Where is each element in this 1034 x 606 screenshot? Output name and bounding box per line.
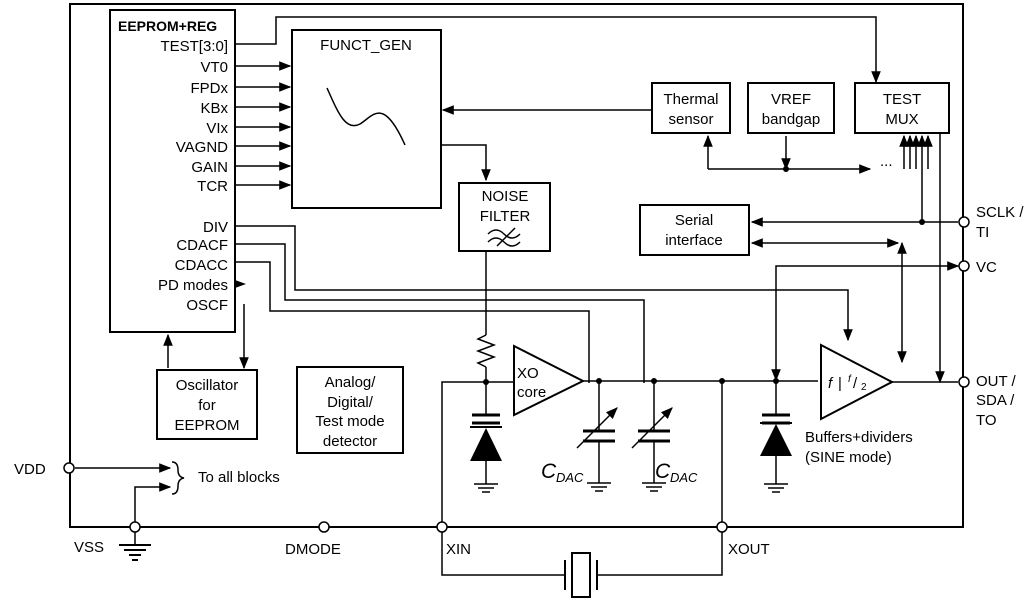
serial-label-2: interface xyxy=(665,232,723,249)
pin-vc xyxy=(958,260,970,272)
pin-xin xyxy=(436,521,448,533)
test-bus-line xyxy=(235,16,881,84)
mode-label-2: Digital/ xyxy=(327,394,374,411)
signal-oscf: OSCF xyxy=(186,297,228,314)
vref-label-1: VREF xyxy=(771,91,811,108)
cdacc-line xyxy=(235,261,590,383)
svg-text:/: / xyxy=(853,375,858,392)
vref-label-2: bandgap xyxy=(762,111,820,128)
cdac1-label: C xyxy=(541,460,557,483)
pin-dmode-label: DMODE xyxy=(285,541,341,558)
signal-tcr: TCR xyxy=(197,178,228,195)
vc-line xyxy=(771,261,960,382)
analog-test-bus: ... xyxy=(703,133,945,384)
signal-gain: GAIN xyxy=(191,159,228,176)
to-all-blocks-label: To all blocks xyxy=(198,469,280,486)
signal-cdacc: CDACC xyxy=(175,257,229,274)
mux-dots: ... xyxy=(880,153,893,170)
noise-filter-block: NOISE FILTER xyxy=(458,182,551,252)
pin-vss-label: VSS xyxy=(74,539,104,556)
pin-vc-label: VC xyxy=(976,259,997,276)
funct-gen-label: FUNCT_GEN xyxy=(320,37,412,54)
signal-div: DIV xyxy=(203,219,228,236)
pin-dmode xyxy=(318,521,330,533)
cdac1-sub: DAC xyxy=(556,470,584,485)
vref-block: VREF bandgap xyxy=(747,82,835,134)
pin-sclk-label-2: TI xyxy=(976,224,989,241)
xo-label-1: XO xyxy=(517,365,539,382)
test-mux-label-2: MUX xyxy=(885,111,918,128)
osc-label-2: for xyxy=(198,397,216,414)
crystal-resonator xyxy=(441,531,723,598)
buffer-divider-amp: f | f / 2 Buffers+dividers (SINE mode) xyxy=(805,343,913,466)
noise-label-1: NOISE xyxy=(482,188,529,205)
funct-gen-block: FUNCT_GEN xyxy=(291,29,442,209)
serial-interface-block: Serial interface xyxy=(639,204,750,256)
cdac2-sub: DAC xyxy=(670,470,698,485)
power-distribution: To all blocks xyxy=(75,461,280,525)
signal-pd-modes: PD modes xyxy=(158,277,228,294)
signal-vix: VIx xyxy=(206,120,228,137)
varactor-diode-left xyxy=(470,413,502,493)
test-mux-label-1: TEST xyxy=(883,91,921,108)
test-mux-block: TEST MUX xyxy=(854,82,950,134)
pin-xout-label: XOUT xyxy=(728,541,770,558)
pin-out-label-1: OUT / xyxy=(976,373,1017,390)
pin-vdd-label: VDD xyxy=(14,461,46,478)
signal-kbx: KBx xyxy=(200,100,228,117)
signal-fpdx: FPDx xyxy=(191,80,229,97)
buffer-den: 2 xyxy=(861,382,867,393)
filter-wave-icon xyxy=(487,229,521,247)
cdac-capacitor-2: C DAC xyxy=(631,381,698,492)
pin-out-label-2: SDA / xyxy=(976,392,1015,409)
cdac2-label: C xyxy=(655,460,671,483)
buffers-label-1: Buffers+dividers xyxy=(805,429,913,446)
xo-label-2: core xyxy=(517,384,546,401)
serial-label-1: Serial xyxy=(675,212,713,229)
eeprom-reg-block: EEPROM+REG TEST[3:0] VT0 FPDx KBx VIx VA… xyxy=(109,9,236,333)
resistor-icon xyxy=(475,334,497,368)
pin-out xyxy=(958,376,970,388)
signal-vagnd: VAGND xyxy=(176,139,228,156)
mode-label-4: detector xyxy=(323,433,377,450)
thermal-sensor-block: Thermal sensor xyxy=(651,82,731,134)
mode-label-3: Test mode xyxy=(315,413,384,430)
pin-xout xyxy=(716,521,728,533)
pin-vdd xyxy=(63,462,75,474)
osc-label-1: Oscillator xyxy=(176,377,239,394)
pin-out-label-3: TO xyxy=(976,412,997,429)
pd-modes-arrow xyxy=(235,280,246,288)
pin-sclk-label-1: SCLK / xyxy=(976,204,1024,221)
div-line xyxy=(235,225,853,342)
pin-xin-label: XIN xyxy=(446,541,471,558)
mode-label-1: Analog/ xyxy=(325,374,377,391)
noise-label-2: FILTER xyxy=(480,208,531,225)
functgen-to-noise-arrow xyxy=(441,144,491,182)
oscillator-block: Oscillator for EEPROM xyxy=(156,369,258,440)
cubic-curve-icon xyxy=(326,87,406,146)
xin-net xyxy=(441,381,486,525)
buffers-label-2: (SINE mode) xyxy=(805,449,892,466)
signal-vt0: VT0 xyxy=(200,59,228,76)
cdacf-line xyxy=(235,243,645,383)
eeprom-title: EEPROM+REG xyxy=(118,18,217,34)
osc-label-3: EEPROM xyxy=(174,417,239,434)
brace-icon xyxy=(171,461,185,495)
mode-detector-block: Analog/ Digital/ Test mode detector xyxy=(296,366,404,454)
buffer-f: f xyxy=(828,375,834,392)
xo-core-amp: XO core xyxy=(513,344,586,417)
pin-sclk xyxy=(958,216,970,228)
thermal-label-1: Thermal xyxy=(663,91,718,108)
eeprom-to-functgen-arrows xyxy=(235,61,292,190)
vss-ground xyxy=(119,531,151,561)
varactor-diode-right xyxy=(760,381,792,493)
signal-test: TEST[3:0] xyxy=(160,38,228,55)
buffer-num: f xyxy=(848,374,852,385)
thermal-label-2: sensor xyxy=(668,111,713,128)
signal-cdacf: CDACF xyxy=(176,237,228,254)
buffer-sep: | xyxy=(838,375,842,392)
cdac-capacitor-1: C DAC xyxy=(541,381,618,492)
pin-vss xyxy=(129,521,141,533)
